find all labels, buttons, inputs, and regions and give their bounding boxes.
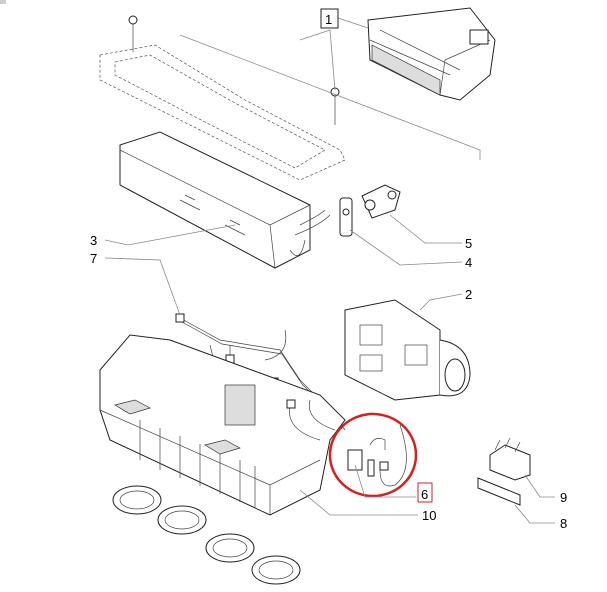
o-rings bbox=[112, 485, 301, 585]
part-1-heater-unit bbox=[367, 7, 496, 101]
highlight-circle bbox=[328, 412, 418, 498]
callout-6-box bbox=[417, 482, 433, 503]
callout-1-box bbox=[320, 8, 339, 29]
part-3-heater-core bbox=[119, 131, 331, 269]
callout-7[interactable]: 7 bbox=[90, 251, 97, 266]
part-9-coil bbox=[489, 437, 531, 481]
callout-4[interactable]: 4 bbox=[465, 255, 472, 270]
part-4-valve bbox=[339, 197, 353, 237]
part-8-bracket bbox=[477, 477, 521, 506]
gasket-plate bbox=[99, 15, 346, 181]
part-6-resistor bbox=[347, 424, 407, 487]
callout-2[interactable]: 2 bbox=[465, 287, 472, 302]
corner-mark bbox=[0, 0, 6, 4]
callout-8[interactable]: 8 bbox=[560, 516, 567, 531]
part-10-housing bbox=[99, 334, 346, 516]
callout-10[interactable]: 10 bbox=[422, 508, 436, 523]
callout-3[interactable]: 3 bbox=[90, 233, 97, 248]
callout-5[interactable]: 5 bbox=[465, 236, 472, 251]
part-5-valve bbox=[361, 184, 401, 219]
leader-lines bbox=[104, 17, 555, 524]
callout-6[interactable]: 6 bbox=[421, 487, 428, 502]
callout-9[interactable]: 9 bbox=[560, 490, 567, 505]
callout-1[interactable]: 1 bbox=[325, 12, 332, 27]
part-2-blower bbox=[344, 299, 471, 401]
